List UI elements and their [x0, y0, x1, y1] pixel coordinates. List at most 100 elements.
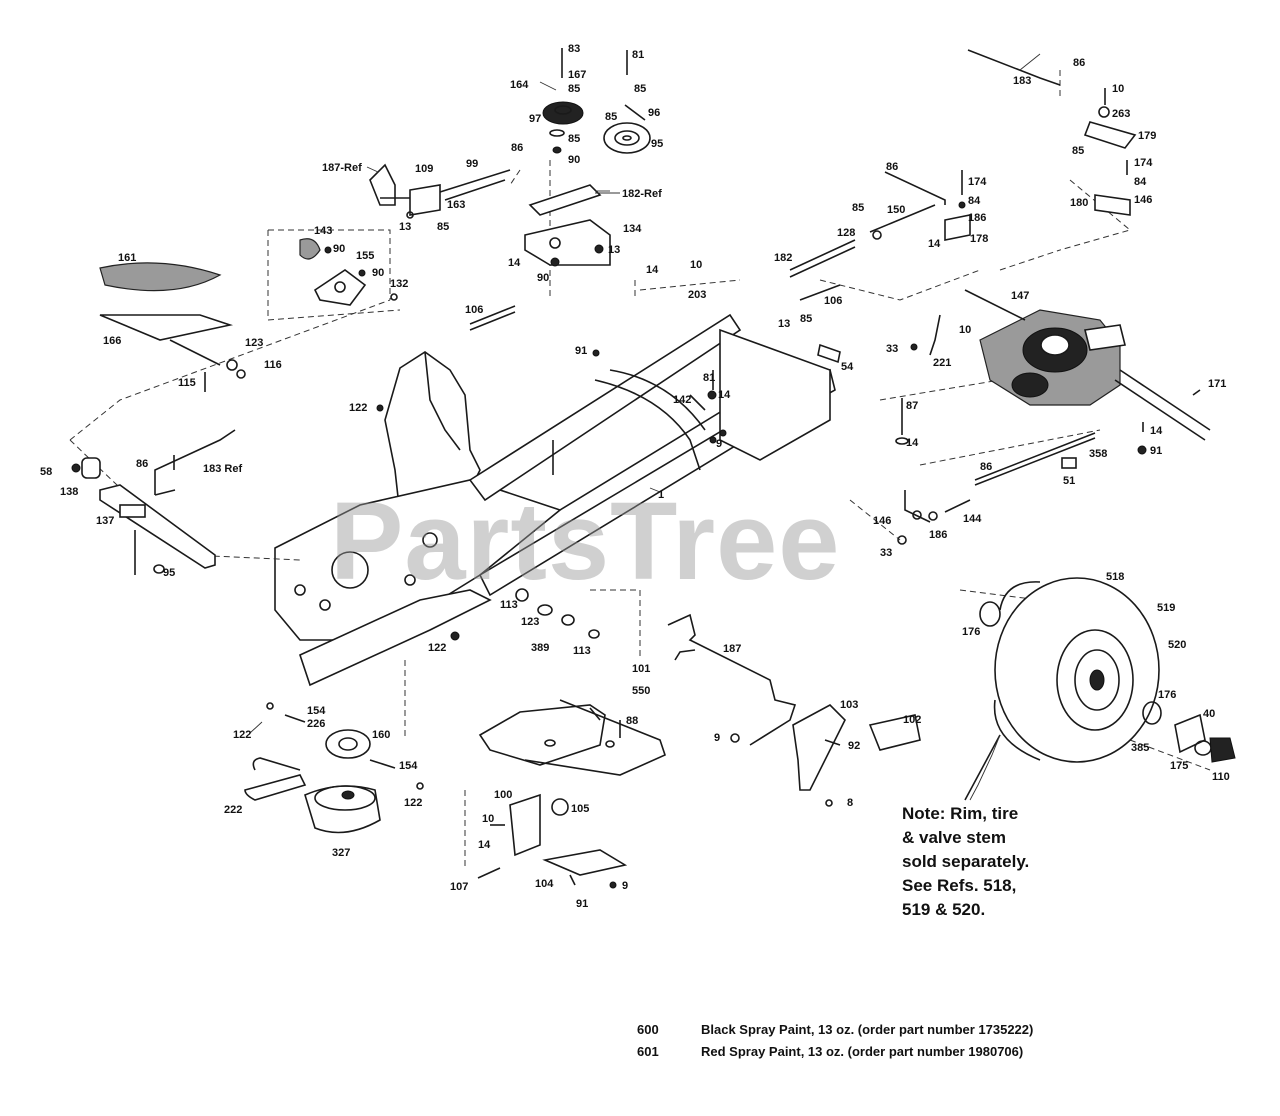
- callout-142: 142: [673, 394, 691, 406]
- callout-226: 226: [307, 718, 325, 730]
- callout-10: 10: [690, 259, 702, 271]
- callout-8: 8: [847, 797, 853, 809]
- callout-103: 103: [840, 699, 858, 711]
- callout-180: 180: [1070, 197, 1088, 209]
- note-line: & valve stem: [902, 828, 1006, 847]
- callout-40: 40: [1203, 708, 1215, 720]
- callout-263: 263: [1112, 108, 1130, 120]
- callout-163: 163: [447, 199, 465, 211]
- note-line: 519 & 520.: [902, 900, 986, 919]
- transaxle-assembly: [964, 289, 1211, 441]
- callout-128: 128: [837, 227, 855, 239]
- callout-154: 154: [307, 705, 326, 717]
- callout-14: 14: [906, 437, 919, 449]
- callout-86: 86: [511, 142, 523, 154]
- callout-143: 143: [314, 225, 332, 237]
- top-right-brackets: [1083, 88, 1137, 216]
- callout-203: 203: [688, 289, 706, 301]
- callout-110: 110: [1212, 771, 1230, 783]
- callout-122: 122: [404, 797, 422, 809]
- callout-221: 221: [933, 357, 951, 369]
- callout-100: 100: [494, 789, 512, 801]
- callout-122: 122: [428, 642, 446, 654]
- callout-174: 174: [1134, 157, 1153, 169]
- callout-99: 99: [466, 158, 478, 170]
- callout-90: 90: [568, 154, 580, 166]
- callout-113: 113: [500, 599, 518, 611]
- callout-84: 84: [1134, 176, 1147, 188]
- callout-176: 176: [962, 626, 980, 638]
- callout-9: 9: [622, 880, 628, 892]
- callout-85: 85: [605, 111, 617, 123]
- paint-row: 600 Black Spray Paint, 13 oz. (order par…: [637, 1018, 1033, 1040]
- callout-10: 10: [959, 324, 971, 336]
- callout-174: 174: [968, 176, 987, 188]
- callout-91: 91: [1150, 445, 1162, 457]
- callout-109: 109: [415, 163, 433, 175]
- callout-14: 14: [928, 238, 941, 250]
- callout-137: 137: [96, 515, 114, 527]
- callout-122: 122: [233, 729, 251, 741]
- callout-122: 122: [349, 402, 367, 414]
- callout-155: 155: [356, 250, 374, 262]
- callout-14: 14: [478, 839, 491, 851]
- brake-rod-parts: [71, 429, 236, 575]
- callout-106: 106: [465, 304, 483, 316]
- callout-182-ref: 182-Ref: [622, 188, 662, 200]
- pto-clutch-parts: [244, 702, 424, 834]
- callout-14: 14: [646, 264, 659, 276]
- callout-54: 54: [841, 361, 854, 373]
- callout-116: 116: [264, 359, 282, 371]
- callout-327: 327: [332, 847, 350, 859]
- callout-10: 10: [482, 813, 494, 825]
- note-line: sold separately.: [902, 852, 1030, 871]
- callout-358: 358: [1089, 448, 1107, 460]
- paint-parts-list: 600 Black Spray Paint, 13 oz. (order par…: [637, 1018, 1033, 1062]
- callout-176: 176: [1158, 689, 1176, 701]
- deck-lift-parts: [369, 163, 611, 331]
- callout-106: 106: [824, 295, 842, 307]
- callout-95: 95: [651, 138, 663, 150]
- callout-85: 85: [568, 83, 580, 95]
- callout-144: 144: [963, 513, 982, 525]
- callout-84: 84: [968, 195, 981, 207]
- callout-88: 88: [626, 715, 638, 727]
- spring-bracket-parts: [299, 238, 398, 306]
- callout-85: 85: [437, 221, 449, 233]
- callout-9: 9: [714, 732, 720, 744]
- part-callouts: 83 81 167 164 85 85 96 97 85 85 95 90 18…: [40, 43, 1230, 910]
- callout-85: 85: [800, 313, 812, 325]
- callout-95: 95: [163, 567, 175, 579]
- callout-13: 13: [778, 318, 790, 330]
- callout-86: 86: [980, 461, 992, 473]
- callout-90: 90: [333, 243, 345, 255]
- note-line: Note: Rim, tire: [902, 804, 1019, 823]
- callout-175: 175: [1170, 760, 1188, 772]
- callout-105: 105: [571, 803, 589, 815]
- callout-107: 107: [450, 881, 468, 893]
- callout-150: 150: [887, 204, 905, 216]
- callout-33: 33: [886, 343, 898, 355]
- callout-9: 9: [716, 438, 722, 450]
- callout-81: 81: [703, 372, 715, 384]
- callout-96: 96: [648, 107, 660, 119]
- callout-183: 183: [1013, 75, 1031, 87]
- callout-86: 86: [886, 161, 898, 173]
- note-line: See Refs. 518,: [902, 876, 1017, 895]
- callout-86: 86: [136, 458, 148, 470]
- paint-description: Black Spray Paint, 13 oz. (order part nu…: [701, 1021, 1034, 1037]
- callout-186: 186: [968, 212, 986, 224]
- callout-187-ref: 187-Ref: [322, 162, 362, 174]
- callout-33: 33: [880, 547, 892, 559]
- callout-187: 187: [723, 643, 741, 655]
- paint-row: 601 Red Spray Paint, 13 oz. (order part …: [637, 1040, 1033, 1062]
- callout-171: 171: [1208, 378, 1226, 390]
- callout-1: 1: [658, 489, 664, 501]
- callout-385: 385: [1131, 742, 1149, 754]
- callout-178: 178: [970, 233, 988, 245]
- callout-leader-lines: [249, 53, 1041, 734]
- callout-102: 102: [903, 714, 921, 726]
- callout-85: 85: [634, 83, 646, 95]
